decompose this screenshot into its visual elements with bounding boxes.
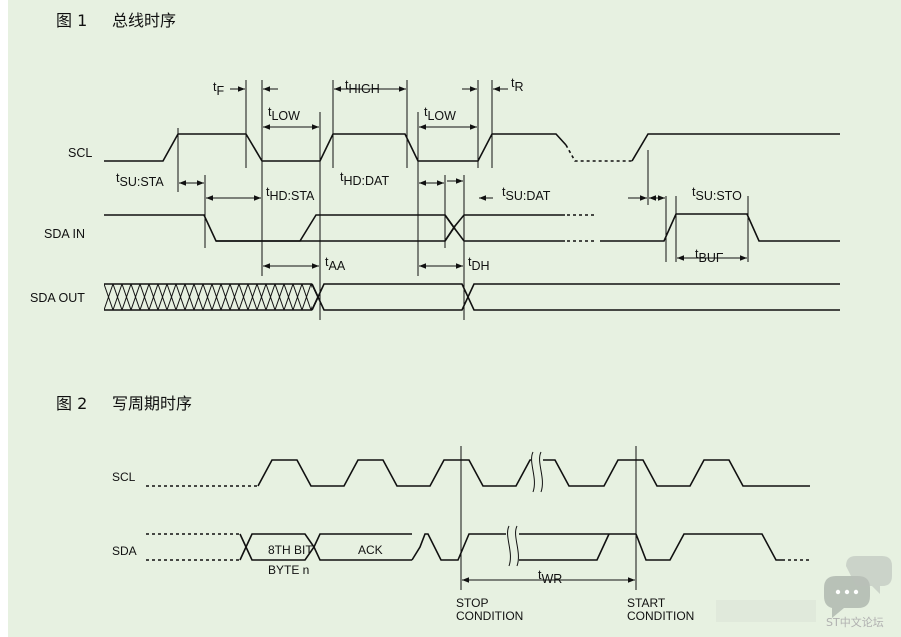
label-tBUF: tBUF [695,247,724,265]
figure-2: 图 2 写周期时序 SCL SDA [56,394,812,623]
fig2-title: 写周期时序 [112,394,192,413]
label-tLOW-1: tLOW [268,105,300,123]
label-tAA: tAA [325,255,346,273]
fig1-dimension-arrows [179,86,747,269]
label-tDH: tDH [468,255,490,273]
fig2-stop-line1: STOP [456,596,488,610]
fig1-scl-waveform [104,133,840,162]
fig1-timing-labels: tF tLOW tHIGH tLOW tR tSU:STA tHD:STA tH… [116,76,742,273]
label-tHD-STA: tHD:STA [266,185,315,203]
fig2-scl-waveform [146,451,810,493]
label-tLOW-2: tLOW [424,105,456,123]
fig1-sda-out-waveform [104,283,840,311]
fig1-title: 总线时序 [112,11,176,30]
watermark: ST中文论坛 [716,556,892,629]
watermark-text: ST中文论坛 [826,615,884,629]
label-tR: tR [511,76,524,94]
chat-bubble-icon [824,556,892,618]
label-tHD-DAT: tHD:DAT [340,170,389,188]
fig2-scl-label: SCL [112,470,136,484]
fig2-byte-n-label: BYTE n [268,563,309,577]
label-tF: tF [213,80,224,98]
fig2-stop-line2: CONDITION [456,609,523,623]
fig2-sda-waveform [146,525,812,567]
label-tSU-DAT: tSU:DAT [502,185,551,203]
fig1-reference-lines [177,80,749,320]
figure-1: 图 1 总线时序 SCL SDA IN SDA OUT [30,11,840,320]
watermark-blur [716,600,816,622]
fig1-sda-out-label: SDA OUT [30,291,85,305]
fig2-start-line1: START [627,596,666,610]
fig1-sda-in-waveform [104,213,840,242]
label-tHIGH: tHIGH [345,78,380,96]
label-tSU-STA: tSU:STA [116,171,164,189]
fig2-ack-label: ACK [358,543,383,557]
fig2-8th-bit-label: 8TH BIT [268,543,313,557]
fig2-prefix: 图 2 [56,394,87,413]
fig2-condition-lines [460,446,637,590]
fig1-prefix: 图 1 [56,11,87,30]
fig1-sda-in-label: SDA IN [44,227,85,241]
label-tSU-STO: tSU:STO [692,185,742,203]
fig2-start-line2: CONDITION [627,609,694,623]
fig2-twr-label: tWR [538,568,562,586]
left-margin [0,0,8,637]
fig1-scl-label: SCL [68,146,92,160]
fig2-sda-label: SDA [112,544,137,558]
